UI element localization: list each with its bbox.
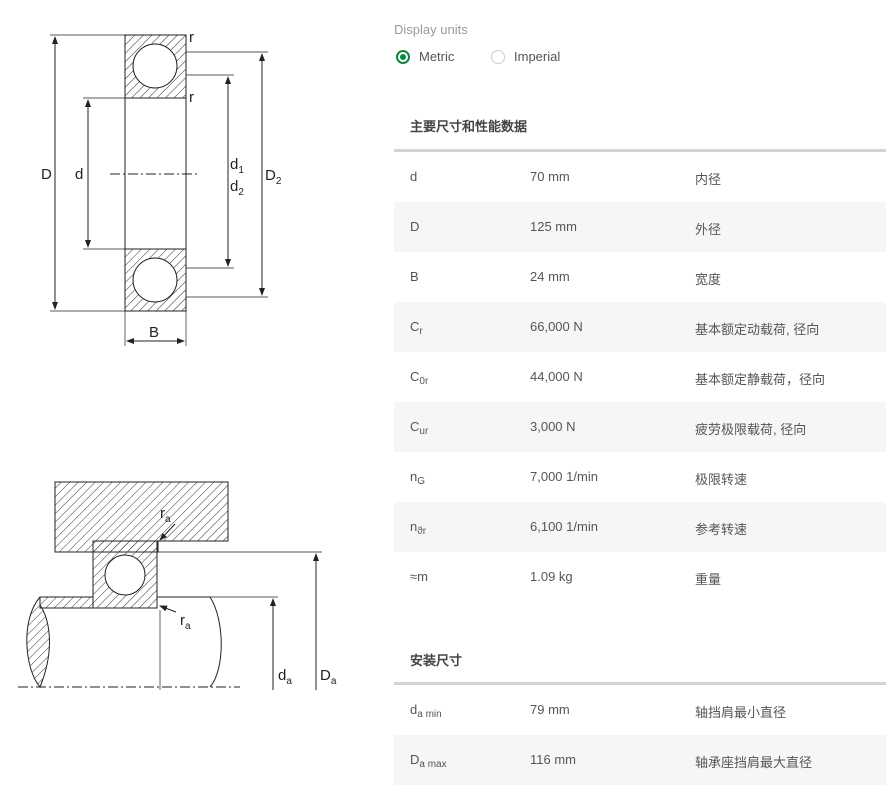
table-row: B 24 mm 宽度 (394, 252, 886, 302)
description: 极限转速 (695, 472, 748, 487)
symbol: da min (410, 702, 442, 720)
label-D: D (41, 166, 52, 183)
radio-imperial[interactable]: Imperial (491, 49, 560, 64)
symbol: Cur (410, 419, 429, 437)
label-ra-bottom: ra (180, 612, 191, 632)
description: 轴挡肩最小直径 (695, 705, 787, 720)
table-row: nϑr 6,100 1/min 参考转速 (394, 502, 886, 552)
label-ra-top: ra (160, 505, 171, 525)
table-row: d 70 mm 内径 (394, 152, 886, 202)
symbol: Da max (410, 752, 447, 770)
table-row: Cr 66,000 N 基本额定动载荷, 径向 (394, 302, 886, 352)
description: 基本额定静载荷，径向 (695, 372, 826, 387)
value: 6,100 1/min (530, 519, 598, 534)
value: 3,000 N (530, 419, 576, 434)
symbol: Cr (410, 319, 423, 337)
radio-metric[interactable]: Metric (396, 49, 454, 64)
value: 66,000 N (530, 319, 583, 334)
value: 125 mm (530, 219, 577, 234)
table-row: D 125 mm 外径 (394, 202, 886, 252)
label-Da: Da (320, 667, 337, 687)
value: 70 mm (530, 169, 570, 184)
description: 内径 (695, 172, 722, 187)
label-d: d (75, 166, 83, 183)
symbol: nG (410, 469, 426, 487)
divider (394, 682, 886, 685)
label-d1: d1 (230, 156, 244, 176)
table-row: Da max 116 mm 轴承座挡肩最大直径 (394, 735, 886, 785)
symbol: nϑr (410, 519, 427, 537)
table-row: nG 7,000 1/min 极限转速 (394, 452, 886, 502)
value: 44,000 N (530, 369, 583, 384)
symbol: C0r (410, 369, 429, 387)
description: 宽度 (695, 272, 722, 287)
table-row: Cur 3,000 N 疲劳极限载荷, 径向 (394, 402, 886, 452)
label-B: B (149, 324, 159, 341)
value: 1.09 kg (530, 569, 573, 584)
label-da: da (278, 667, 292, 687)
symbol: D (410, 219, 420, 234)
symbol: ≈m (410, 569, 428, 584)
mounting-drawing (18, 481, 322, 690)
radio-label: Metric (419, 49, 455, 64)
display-units-label: Display units (394, 22, 468, 37)
description: 疲劳极限载荷, 径向 (695, 422, 807, 437)
bearing-cross-section (50, 34, 268, 346)
description: 外径 (695, 222, 722, 237)
description: 参考转速 (695, 522, 748, 537)
symbol: d (410, 169, 418, 184)
bearing-drawings: D d d1 d2 D2 B r r ra ra da Da (18, 29, 337, 690)
value: 24 mm (530, 269, 570, 284)
label-d2: d2 (230, 178, 244, 198)
symbol: B (410, 269, 419, 284)
main-data-title: 主要尺寸和性能数据 (410, 119, 528, 134)
label-D2: D2 (265, 167, 282, 187)
label-r-bottom: r (189, 89, 194, 106)
divider (394, 149, 886, 152)
table-row: C0r 44,000 N 基本额定静载荷，径向 (394, 352, 886, 402)
value: 7,000 1/min (530, 469, 598, 484)
description: 重量 (695, 572, 722, 587)
description: 基本额定动载荷, 径向 (695, 322, 820, 337)
description: 轴承座挡肩最大直径 (695, 755, 813, 770)
value: 79 mm (530, 702, 570, 717)
radio-selected-icon (396, 49, 410, 64)
mounting-title: 安装尺寸 (410, 653, 463, 668)
label-r-top: r (189, 29, 194, 46)
value: 116 mm (530, 752, 576, 767)
table-row: ≈m 1.09 kg 重量 (394, 552, 886, 602)
radio-unselected-icon (491, 49, 505, 64)
radio-label: Imperial (514, 49, 561, 64)
table-row: da min 79 mm 轴挡肩最小直径 (394, 685, 886, 735)
